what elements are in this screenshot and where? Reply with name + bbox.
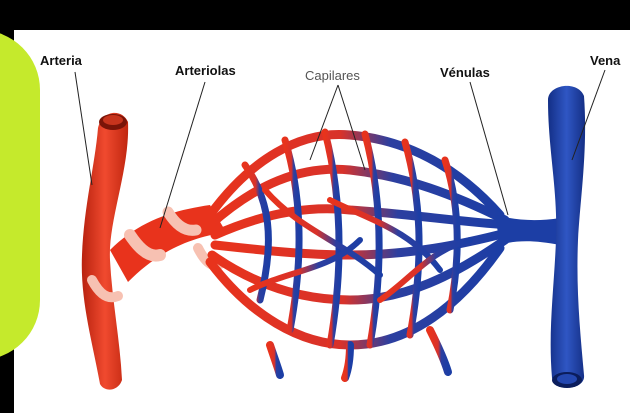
capillary-network [210,132,510,378]
label-capilares: Capilares [305,68,360,83]
label-vena: Vena [590,53,620,68]
venule-branch [495,215,560,245]
label-arteriolas: Arteriolas [175,63,236,78]
arteriolas-leader [160,82,205,228]
label-arteria: Arteria [40,53,82,68]
capilares-leader-2 [338,85,365,170]
arteria-leader [75,72,92,185]
label-venulas: Vénulas [440,65,490,80]
capilares-leader-1 [310,85,338,160]
